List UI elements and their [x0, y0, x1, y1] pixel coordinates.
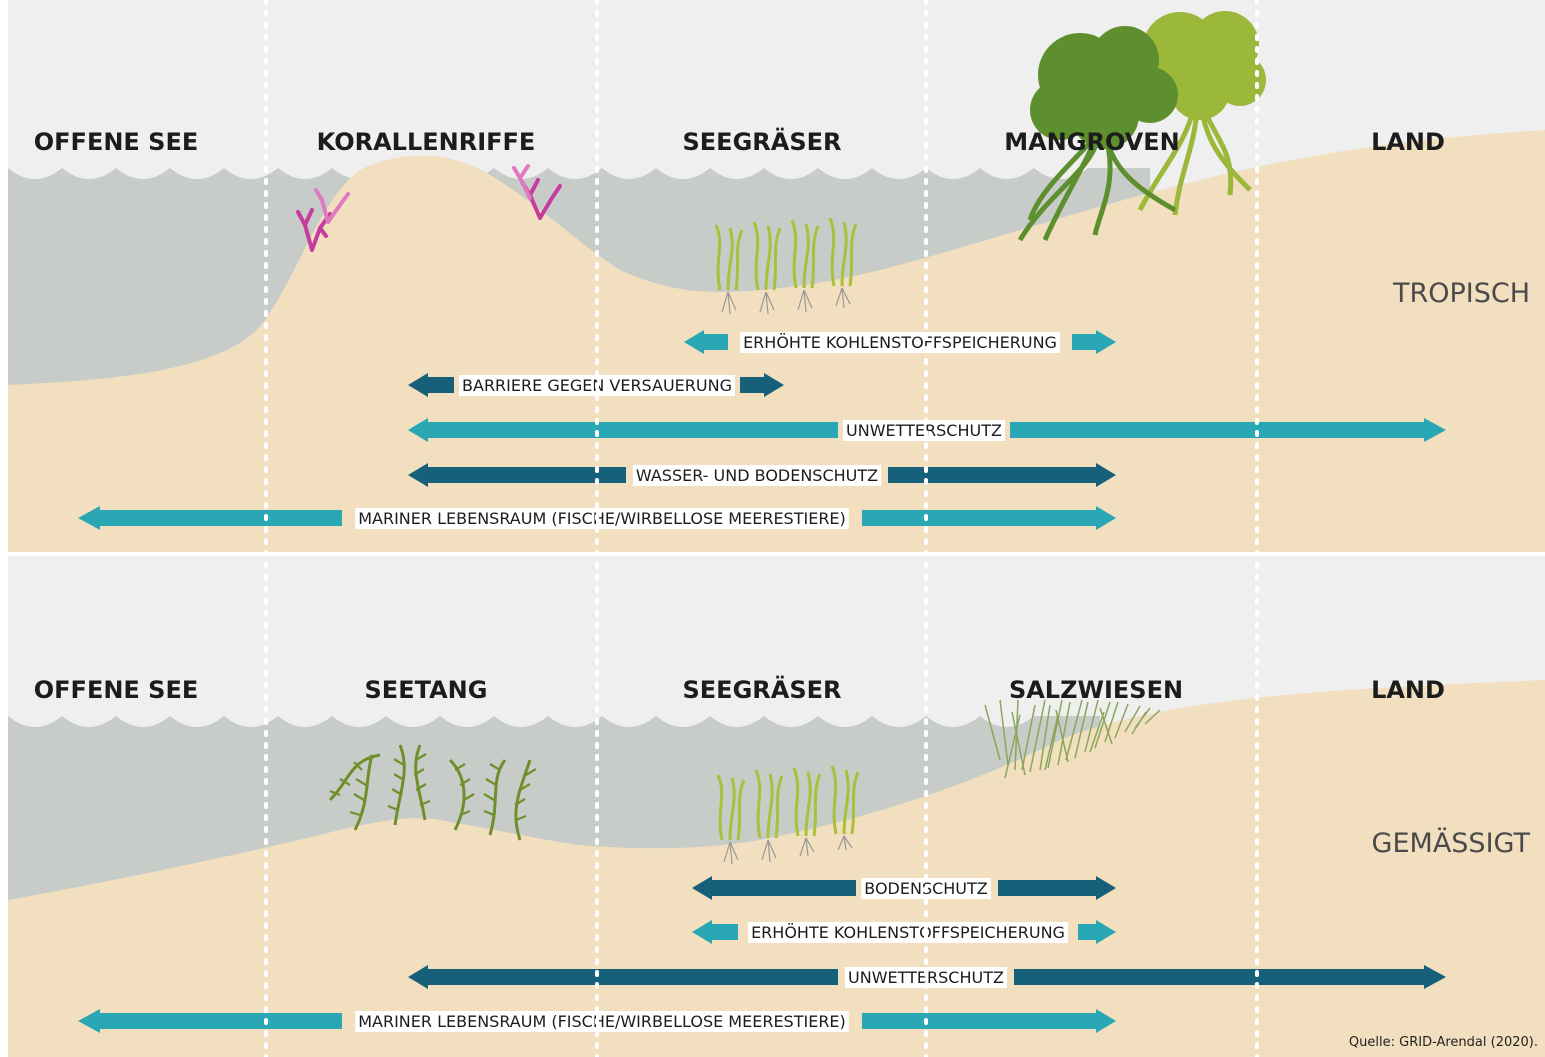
- benefit-label: MARINER LEBENSRAUM (FISCHE/WIRBELLOSE ME…: [358, 1012, 846, 1031]
- zone-seagrass-label: SEEGRÄSER: [683, 675, 842, 704]
- climate-temperate-label: GEMÄSSIGT: [1372, 827, 1531, 859]
- source-credit: Quelle: GRID-Arendal (2020).: [1349, 1035, 1538, 1050]
- zone-coral-reefs-label: KORALLENRIFFE: [317, 128, 536, 156]
- benefit-arrow-carbon-storage: ERHÖHTE KOHLENSTOFFSPEICHERUNG: [684, 330, 1116, 354]
- zone-salt-marsh-label: SALZWIESEN: [1009, 676, 1183, 704]
- tropical-panel: OFFENE SEE KORALLENRIFFE SEEGRÄSER MANGR…: [8, 0, 1545, 552]
- zone-kelp-label: SEETANG: [365, 676, 488, 704]
- zone-open-sea-label: OFFENE SEE: [34, 676, 199, 704]
- temperate-panel: OFFENE SEE SEETANG SEEGRÄSER SALZWIESEN …: [8, 556, 1545, 1057]
- benefit-label: ERHÖHTE KOHLENSTOFFSPEICHERUNG: [751, 923, 1065, 942]
- panel-divider: [0, 552, 1545, 556]
- zone-mangroves-label: MANGROVEN: [1004, 128, 1180, 156]
- benefit-label: ERHÖHTE KOHLENSTOFFSPEICHERUNG: [743, 333, 1057, 352]
- zone-land-label: LAND: [1371, 128, 1445, 156]
- zone-seagrass-label: SEEGRÄSER: [683, 127, 842, 156]
- benefit-label: MARINER LEBENSRAUM (FISCHE/WIRBELLOSE ME…: [358, 509, 846, 528]
- benefit-label: UNWETTERSCHUTZ: [846, 421, 1002, 440]
- benefit-label: WASSER- UND BODENSCHUTZ: [636, 466, 878, 485]
- climate-tropical-label: TROPISCH: [1392, 278, 1530, 309]
- benefit-arrow-carbon-storage: ERHÖHTE KOHLENSTOFFSPEICHERUNG: [692, 920, 1116, 944]
- zone-land-label: LAND: [1371, 676, 1445, 704]
- zone-open-sea-label: OFFENE SEE: [34, 128, 199, 156]
